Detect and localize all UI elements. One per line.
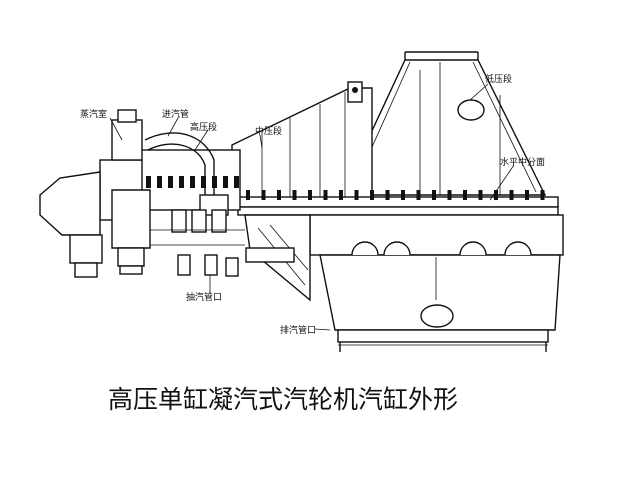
- hp-bolt: [146, 176, 151, 188]
- hp-bolt: [190, 176, 195, 188]
- hp-bolt: [223, 176, 228, 188]
- label-extraction-outlet: 抽汽管口: [186, 291, 222, 303]
- hp-bolt: [168, 176, 173, 188]
- label-inlet-pipe: 进汽管: [162, 108, 189, 120]
- flange-bolt: [478, 190, 483, 200]
- ip-lower-transition: [244, 214, 311, 302]
- flange-bolt: [401, 190, 405, 200]
- flange-bolt: [339, 190, 343, 200]
- flange-bolt: [323, 190, 328, 200]
- label-hp-section: 高压段: [190, 121, 217, 133]
- flange-bolt: [494, 190, 498, 200]
- flange-bolt: [416, 190, 421, 200]
- flange-bolt: [354, 190, 359, 200]
- hp-bolt: [157, 176, 162, 188]
- flange-bolt: [525, 190, 529, 200]
- hp-cylinder: [39, 109, 245, 278]
- leader-lines: [109, 83, 515, 331]
- label-lp-section: 低压段: [485, 73, 512, 85]
- flange-bolt: [277, 190, 281, 200]
- flange-bolt: [432, 190, 436, 200]
- flange-bolt: [509, 190, 514, 200]
- flange-bolt: [385, 190, 390, 200]
- label-ip-section: 中压段: [255, 125, 282, 137]
- horizontal-flange: [237, 190, 559, 216]
- label-steam-chest: 蒸汽室: [80, 108, 107, 120]
- flange-bolt: [370, 190, 374, 200]
- flange-bolt: [308, 190, 312, 200]
- flange-bolt: [447, 190, 452, 200]
- flange-bolt: [246, 190, 250, 200]
- hp-bolt: [234, 176, 239, 188]
- ip-cylinder-cone: [231, 81, 373, 201]
- hp-bolt: [201, 176, 206, 188]
- flange-bolt: [261, 190, 266, 200]
- diagram-caption: 高压单缸凝汽式汽轮机汽缸外形: [108, 385, 458, 414]
- flange-bolt: [540, 190, 545, 200]
- flange-bolt: [463, 190, 467, 200]
- label-horizontal-split: 水平中分面: [500, 156, 545, 168]
- hp-bolt: [179, 176, 184, 188]
- exhaust-hood: [309, 214, 564, 352]
- label-exhaust-outlet: 排汽管口: [280, 324, 316, 336]
- hp-bolt: [212, 176, 217, 188]
- lp-exhaust-dome: [340, 51, 547, 196]
- flange-bolt: [292, 190, 297, 200]
